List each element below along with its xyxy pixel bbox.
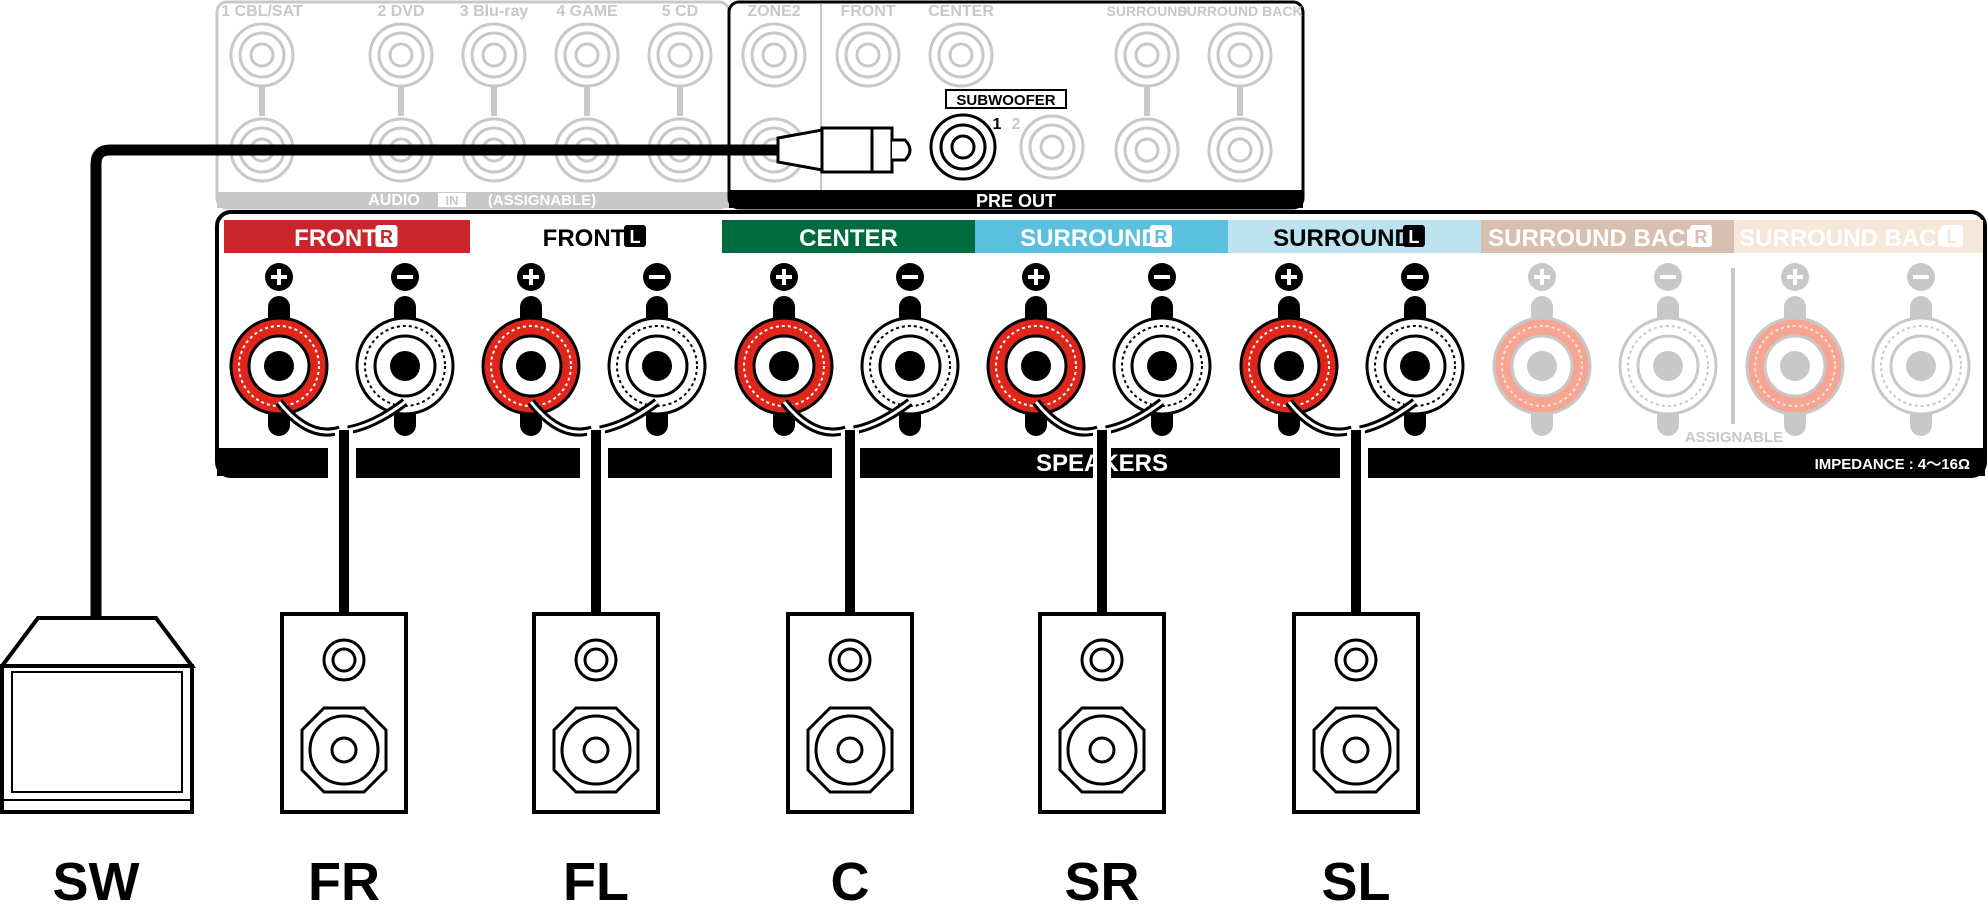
positive-terminal: [734, 263, 834, 436]
subwoofer-number-2: 2: [1012, 116, 1021, 133]
audio-in-panel: 1 CBL/SAT 2 DVD 3 Blu-ray 4 GAME 5 CD L …: [215, 0, 731, 210]
negative-terminal: [1365, 263, 1465, 436]
channel-name: FRONT: [294, 225, 377, 252]
channel-badge: R: [380, 227, 393, 247]
speaker-cabinet: [786, 612, 914, 814]
channel-badge: L: [1408, 227, 1419, 247]
channel-badge-box: [1149, 225, 1172, 247]
channel-name: CENTER: [799, 225, 898, 252]
channel-name: SURROUND BACK: [1488, 225, 1703, 252]
channel-band: [470, 220, 722, 253]
channel-band: [722, 220, 975, 253]
rca-jack: [835, 22, 901, 88]
channel-band: [224, 220, 471, 253]
channel-badge: L: [630, 227, 641, 247]
audio-label: AUDIO: [368, 192, 420, 209]
audio-input-label: 2 DVD: [377, 3, 424, 20]
positive-terminal: [229, 263, 329, 436]
speaker-label-c: C: [831, 852, 870, 912]
negative-terminal: [1871, 263, 1971, 436]
pre-out-jacks: [741, 22, 1273, 183]
speaker-cabinet: [280, 612, 408, 814]
speaker-cabinet: [532, 612, 660, 814]
positive-terminal: [1492, 263, 1592, 436]
pre-out-panel: ZONE2 FRONT CENTER SURROUND SURROUND BAC…: [727, 0, 1305, 211]
speaker-cabinet: [1292, 612, 1420, 814]
subwoofer-number-1: 1: [993, 116, 1002, 133]
channel-badge-box: [1402, 225, 1425, 247]
negative-terminal: [1112, 263, 1212, 436]
rca-jack: [741, 22, 807, 88]
rca-jack: [1207, 117, 1273, 183]
speaker-label-sr: SR: [1064, 852, 1139, 912]
rca-jack: [1114, 117, 1180, 183]
audio-jacks: [229, 22, 713, 183]
channel-badge-box: [624, 225, 646, 247]
pre-out-column-label: SURROUND BACK: [1177, 3, 1302, 19]
rca-jack: [554, 22, 620, 88]
channel-header: CENTER: [722, 220, 975, 253]
speaker-label-fr: FR: [308, 852, 380, 912]
channel-badge-box: [1689, 225, 1712, 247]
channel-name: FRONT: [543, 225, 626, 252]
speaker-cables: [275, 398, 1418, 614]
rca-jack: [229, 22, 295, 88]
speaker-terminals: [229, 263, 1971, 436]
subwoofer-cable: [90, 126, 912, 620]
rca-jack: [1019, 114, 1085, 180]
negative-terminal: [355, 263, 455, 436]
negative-terminal: [607, 263, 707, 436]
speaker-label-sw: SW: [53, 852, 140, 912]
positive-terminal: [1745, 263, 1845, 436]
impedance-label: IMPEDANCE : 4～16Ω: [1815, 456, 1970, 473]
channel-badge-box: [1940, 225, 1963, 247]
rca-jack: [647, 22, 713, 88]
audio-input-label: 1 CBL/SAT: [221, 3, 303, 20]
speakers: [280, 612, 1420, 814]
speaker-label-sl: SL: [1321, 852, 1390, 912]
positive-terminal: [1239, 263, 1339, 436]
subwoofer: [0, 616, 196, 814]
rca-jack: [368, 22, 434, 88]
rca-jack: [928, 22, 994, 88]
channel-name: SURROUND: [1020, 225, 1159, 252]
pre-out-column-label: SURROUND: [1107, 3, 1188, 19]
channel-badge-box: [375, 225, 398, 247]
rca-jack: [461, 22, 527, 88]
negative-terminal: [1618, 263, 1718, 436]
pre-out-column-label: ZONE2: [747, 3, 800, 20]
channel-badge: R: [1694, 227, 1707, 247]
assignable-label: (ASSIGNABLE): [488, 192, 596, 209]
audio-input-label: 5 CD: [662, 3, 698, 20]
channel-band: [975, 220, 1228, 253]
speaker-label-fl: FL: [563, 852, 629, 912]
positive-terminal: [481, 263, 581, 436]
channel-name: SURROUND: [1273, 225, 1412, 252]
channel-badge: L: [1946, 227, 1957, 247]
pre-out-column-label: FRONT: [840, 3, 895, 20]
rca-jack: [1114, 22, 1180, 88]
assignable-label: ASSIGNABLE: [1685, 429, 1783, 446]
audio-input-label: 3 Blu-ray: [460, 3, 529, 20]
positive-terminal: [986, 263, 1086, 436]
channel-band: [1228, 220, 1481, 253]
speaker-cabinet: [1038, 612, 1166, 814]
in-badge: IN: [446, 193, 459, 208]
channel-name: SURROUND BACK: [1739, 225, 1954, 252]
audio-input-label: 4 GAME: [556, 3, 618, 20]
rca-jack: [1207, 22, 1273, 88]
subwoofer-label: SUBWOOFER: [956, 92, 1055, 109]
channel-badge: R: [1154, 227, 1167, 247]
pre-out-column-label: CENTER: [928, 3, 994, 20]
subwoofer-out-jack: [929, 113, 997, 181]
pre-out-label: PRE OUT: [976, 191, 1056, 211]
